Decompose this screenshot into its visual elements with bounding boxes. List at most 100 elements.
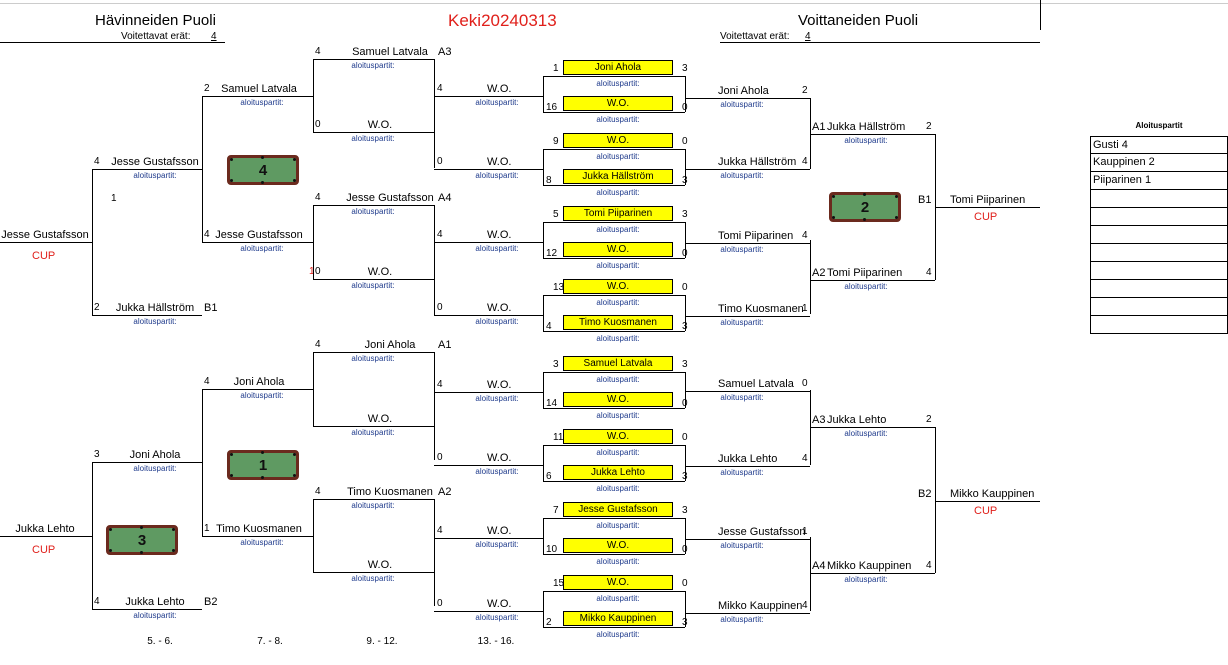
center-top-underline [543, 591, 685, 592]
winners-r1-score: 4 [802, 600, 808, 611]
center-top-underline [543, 149, 685, 150]
center-bottom-underline [543, 258, 685, 259]
losers-r2-join [434, 538, 435, 606]
center-score: 0 [682, 544, 688, 555]
center-seed: 16 [546, 102, 558, 113]
losers-r2-name: Jesse Gustafsson [346, 192, 434, 204]
losers-r2-code: A1 [438, 339, 452, 351]
header-underline-left [0, 42, 225, 43]
losers-r4-aloit-label: aloituspartit: [133, 171, 177, 180]
center-seed: 5 [553, 209, 559, 220]
losers-r2-code: A4 [438, 192, 452, 204]
center-player-bottom: Timo Kuosmanen [563, 315, 673, 330]
center-score: 3 [682, 209, 688, 220]
losers-r1-aloit-label: aloituspartit: [475, 317, 519, 326]
losers-r3-name: Jesse Gustafsson [215, 229, 303, 241]
pool-table-icon-number: 3 [137, 531, 147, 549]
winners-r1-name: Joni Ahola [718, 85, 769, 97]
losers-r2-aloit-label: aloituspartit: [351, 574, 395, 583]
winners-final-line [935, 501, 1040, 502]
center-aloit-label: aloituspartit: [596, 298, 640, 307]
winners-r1-score: 2 [802, 85, 808, 96]
center-seed: 3 [553, 359, 559, 370]
losers-r3-aloit-label: aloituspartit: [240, 538, 284, 547]
losers-r1-aloit-label: aloituspartit: [475, 613, 519, 622]
winners-r2-name: Mikko Kauppinen [827, 560, 912, 572]
losers-final-join [92, 169, 93, 315]
pocket-icon [293, 158, 296, 161]
center-bracket-vertical [685, 222, 686, 258]
center-score: 0 [682, 248, 688, 259]
pocket-icon [261, 156, 264, 159]
winners-r2-line [810, 134, 935, 135]
center-player-bottom: W.O. [563, 96, 673, 111]
center-bracket-vertical [543, 149, 544, 185]
center-bottom-underline [543, 185, 685, 186]
center-score: 0 [682, 398, 688, 409]
winners-r2-name: Tomi Piiparinen [827, 267, 903, 279]
center-seed: 8 [546, 175, 552, 186]
losers-r1-name: W.O. [487, 83, 512, 95]
winners-r2-code: A3 [812, 414, 826, 426]
pocket-icon [172, 528, 175, 531]
losers-r2-aloit-label: aloituspartit: [351, 281, 395, 290]
losers-r2-name: Samuel Latvala [352, 46, 428, 58]
losers-r4-line [92, 609, 202, 610]
losers-r2-name: Timo Kuosmanen [347, 486, 433, 498]
losers-r2-code: A2 [438, 486, 452, 498]
voitettavat-label-left: Voitettavat erät: [121, 31, 191, 42]
center-bracket-vertical [685, 76, 686, 112]
center-bracket-vertical [685, 372, 686, 408]
pocket-icon [863, 193, 866, 196]
losers-r1-line [434, 242, 544, 243]
losers-final-line [0, 242, 92, 243]
center-score: 3 [682, 175, 688, 186]
losers-r2-line [313, 279, 434, 280]
losers-r4-code: B1 [204, 302, 218, 314]
losers-r2-line [313, 426, 434, 427]
losers-r1-aloit-label: aloituspartit: [475, 171, 519, 180]
winners-final-name: Tomi Piiparinen [950, 194, 1026, 206]
center-score: 3 [682, 617, 688, 628]
center-score: 0 [682, 432, 688, 443]
losers-r1-score: 4 [437, 83, 443, 94]
center-seed: 9 [553, 136, 559, 147]
red-mark: 1 [309, 266, 315, 277]
losers-r2-join [434, 205, 435, 242]
center-bracket-vertical [685, 445, 686, 481]
pocket-icon [895, 195, 898, 198]
pocket-icon [863, 218, 866, 221]
pocket-icon [832, 216, 835, 219]
center-player-bottom: Jukka Lehto [563, 465, 673, 480]
losers-r4-score: 4 [94, 596, 100, 607]
losers-r2-aloit-label: aloituspartit: [351, 354, 395, 363]
winners-r1-line [685, 391, 810, 392]
winners-r1-aloit-label: aloituspartit: [720, 468, 764, 477]
losers-r1-score: 0 [437, 452, 443, 463]
pocket-icon [261, 451, 264, 454]
losers-final-cup-label: CUP [32, 250, 56, 262]
losers-r2-join [434, 499, 435, 538]
center-aloit-label: aloituspartit: [596, 188, 640, 197]
losers-final-cup-label: CUP [32, 544, 56, 556]
losers-r4-name: Joni Ahola [129, 449, 181, 461]
losers-r2-aloit-label: aloituspartit: [351, 61, 395, 70]
winners-final-cup-label: CUP [974, 211, 998, 223]
losers-r2-aloit-label: aloituspartit: [351, 134, 395, 143]
center-aloit-label: aloituspartit: [596, 448, 640, 457]
winners-r1-name: Jukka Hällström [718, 156, 797, 168]
center-seed: 2 [546, 617, 552, 628]
aloituspartit-row [1090, 316, 1228, 334]
losers-final-name: Jukka Lehto [15, 523, 75, 535]
winners-r1-name: Mikko Kauppinen [718, 600, 803, 612]
winners-r1-name: Jukka Lehto [718, 453, 778, 465]
aloituspartit-row [1090, 244, 1228, 262]
winners-r1-line [685, 98, 810, 99]
losers-r1-score: 0 [437, 302, 443, 313]
round-label: 13. - 16. [477, 636, 515, 647]
round-label: 5. - 6. [147, 636, 173, 647]
winners-r1-line [685, 613, 810, 614]
winners-final-cup-label: CUP [974, 505, 998, 517]
losers-r4-score: 3 [94, 449, 100, 460]
